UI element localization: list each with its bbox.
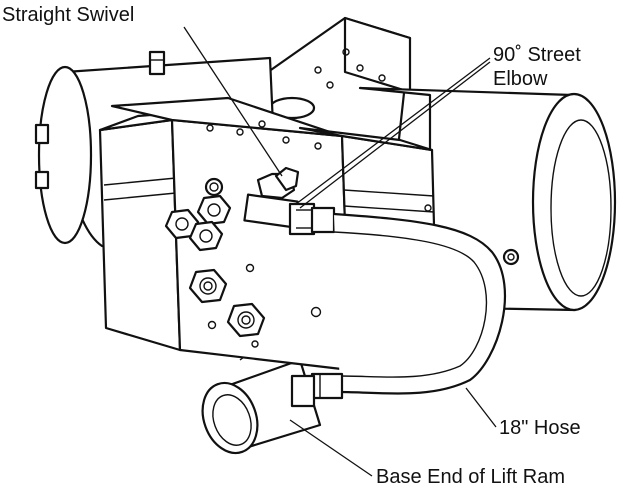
callout-leaders xyxy=(183,26,497,477)
leader-straight-swivel xyxy=(183,26,283,177)
leader-hose xyxy=(465,387,497,428)
leader-base-end xyxy=(289,419,373,477)
right-motor-cylinder xyxy=(358,86,617,312)
hose-label: 18" Hose xyxy=(499,417,581,439)
street-elbow-label: 90˚ Street Elbow xyxy=(493,43,581,91)
swivel-elbow-fittings xyxy=(243,166,336,236)
straight-swivel-label: Straight Swivel xyxy=(2,4,135,26)
leader-street-elbow-a xyxy=(295,57,491,205)
manifold-fittings xyxy=(164,177,266,338)
leader-street-elbow-b xyxy=(299,61,491,209)
base-end-label: Base End of Lift Ram xyxy=(376,466,565,488)
rear-pivot-bracket xyxy=(260,16,412,150)
street-elbow-label-line1: 90˚ Street xyxy=(493,44,581,66)
hydraulic-hose xyxy=(290,212,507,408)
street-elbow-label-line2: Elbow xyxy=(493,68,548,90)
